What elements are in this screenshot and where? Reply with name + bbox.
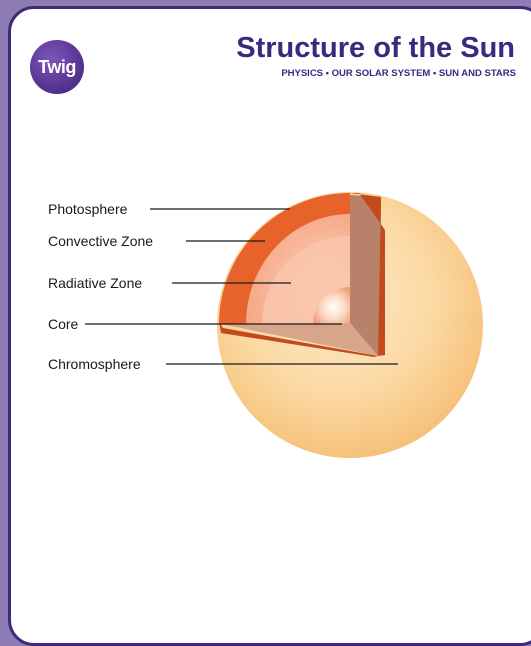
radiative-zone-label: Radiative Zone — [48, 275, 142, 291]
core-label: Core — [48, 316, 79, 332]
chromosphere-label: Chromosphere — [48, 356, 141, 372]
convective-zone-label: Convective Zone — [48, 233, 153, 249]
photosphere-label: Photosphere — [48, 201, 128, 217]
